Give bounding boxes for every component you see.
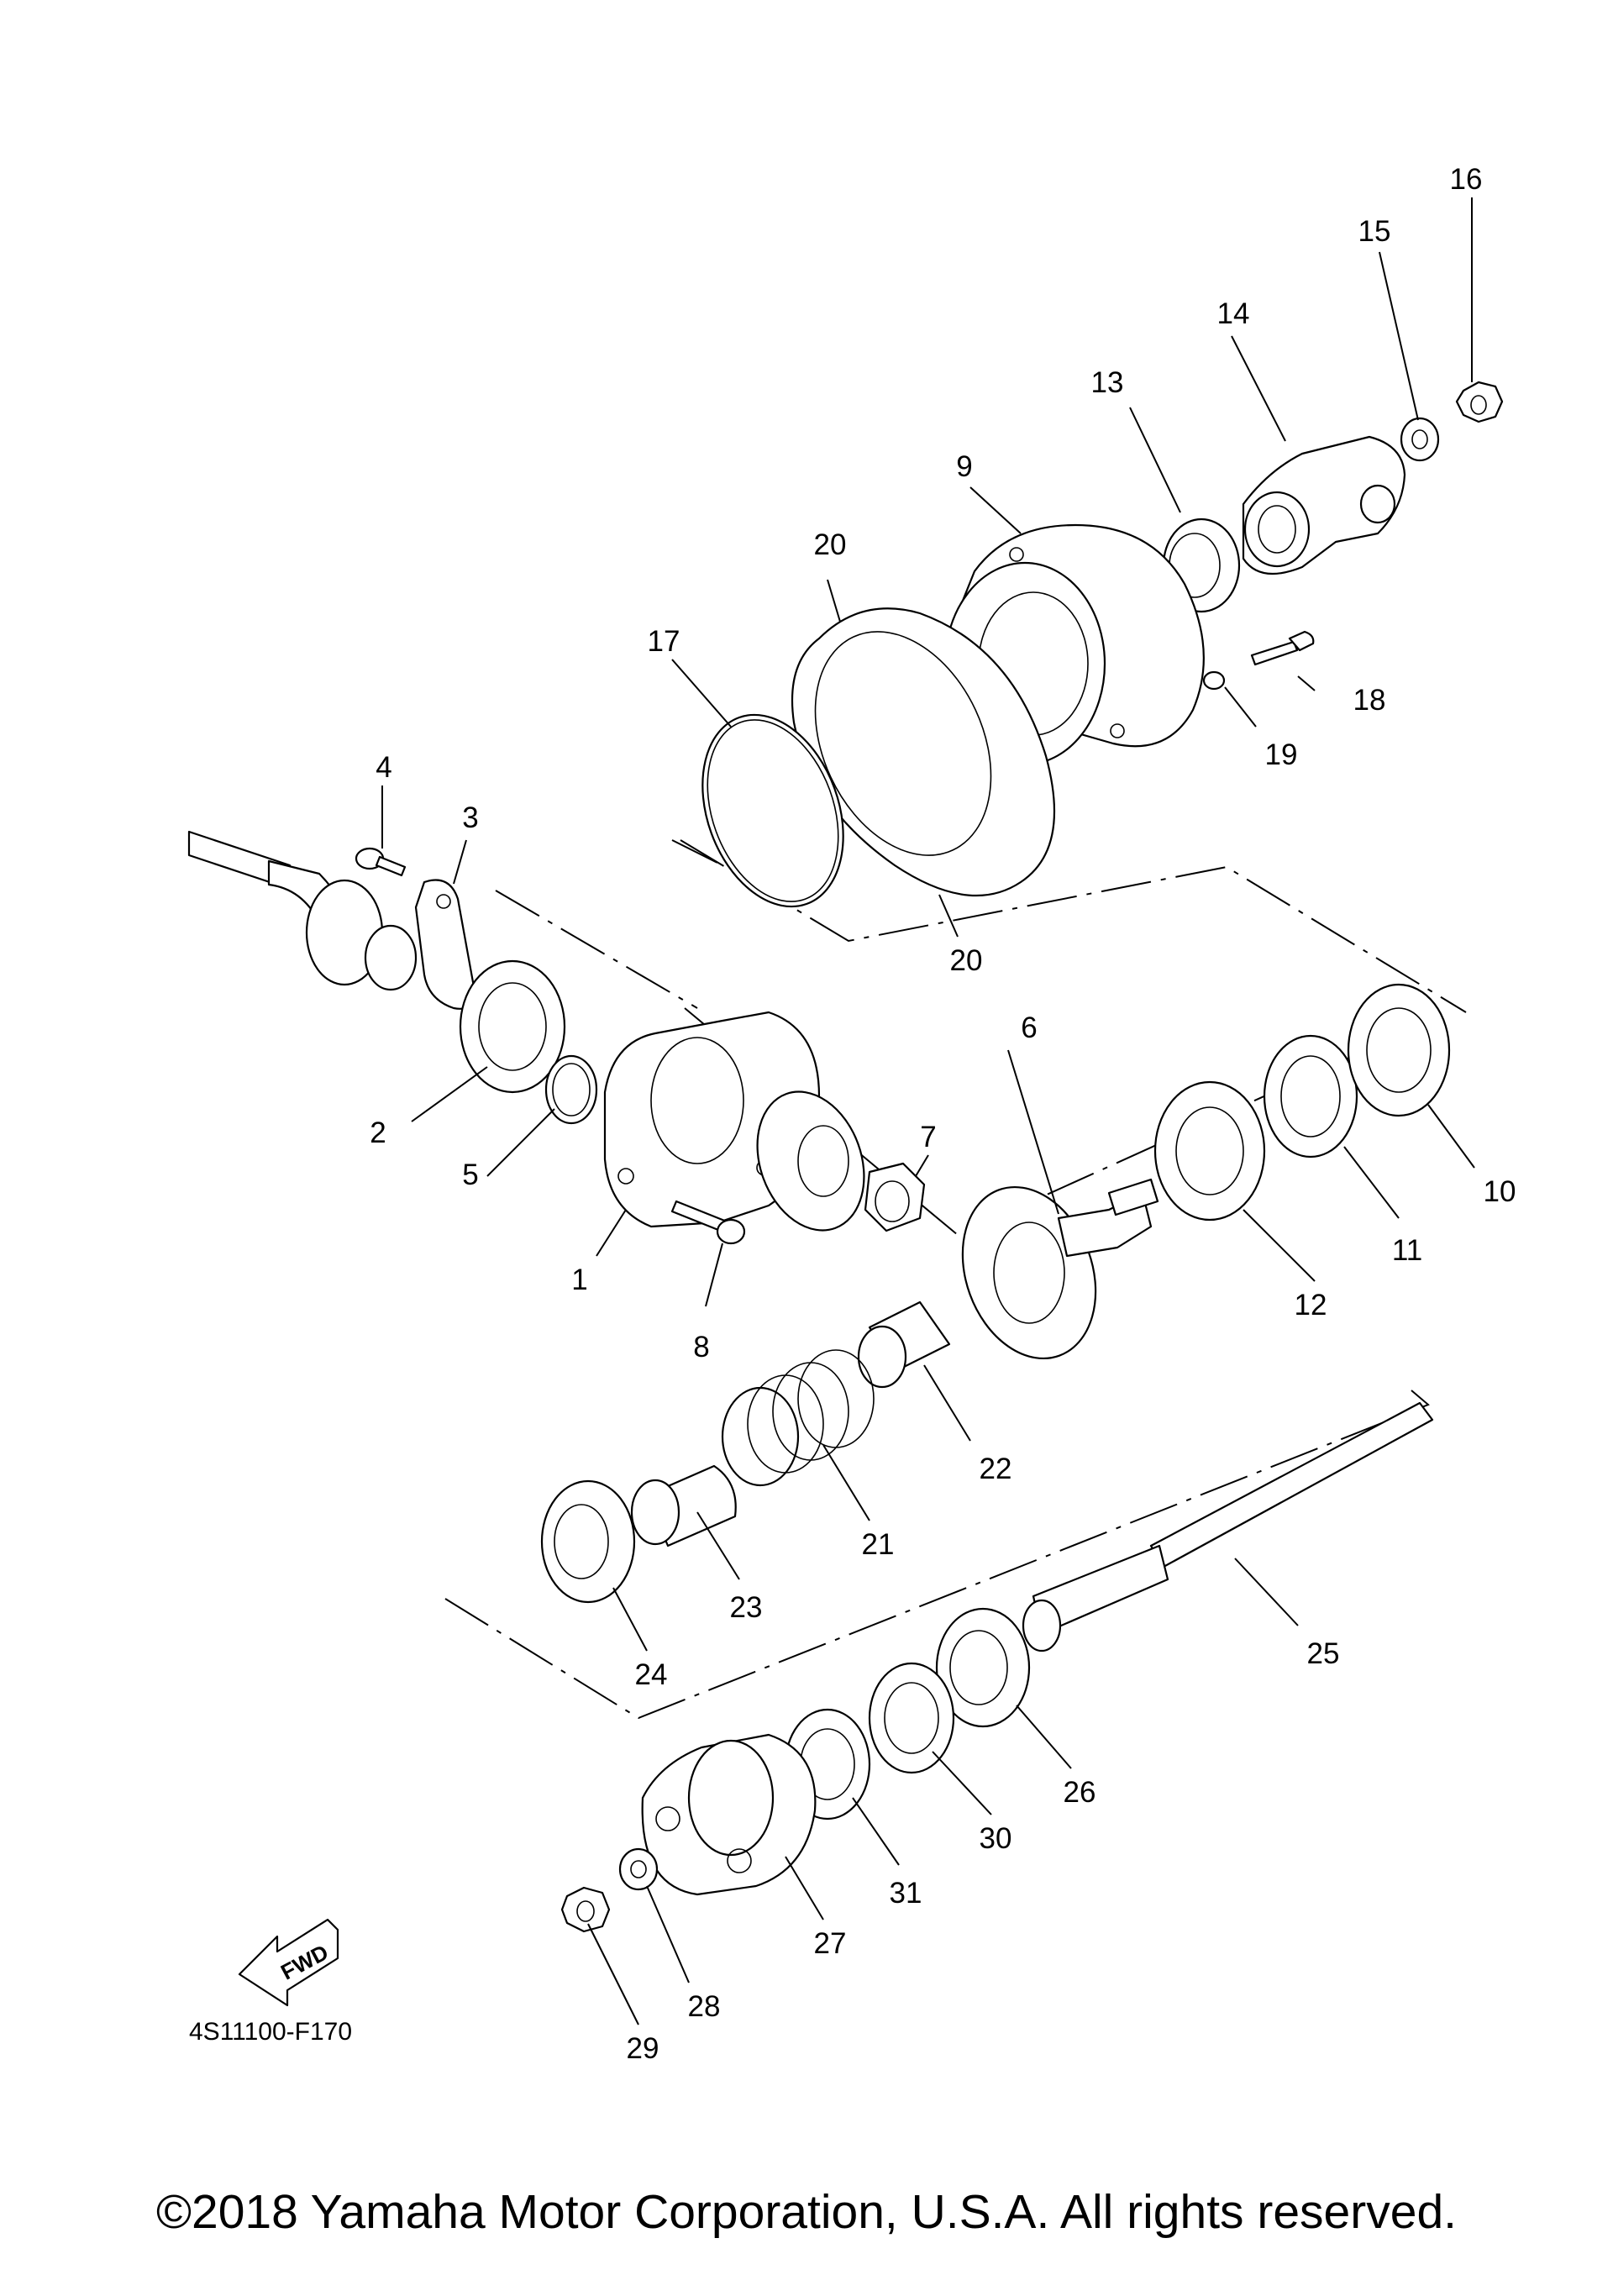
- part-15-washer: [1400, 417, 1440, 462]
- callout-30: 30: [980, 1822, 1012, 1855]
- reference-code: 4S11100-F170: [189, 2018, 352, 2046]
- part-4-screw: [355, 847, 407, 877]
- callout-29: 29: [627, 2032, 659, 2065]
- part-6-gear-set: [756, 1090, 1159, 1360]
- part-22-sleeve: [857, 1300, 951, 1389]
- callout-10: 10: [1484, 1175, 1516, 1208]
- callout-25: 25: [1307, 1637, 1340, 1670]
- callout-13: 13: [1091, 366, 1124, 399]
- part-29-nut: [560, 1886, 611, 1933]
- callouts: 1 2 3 4 5 6 7 8 9 10 11 12 13 14 15 16 1…: [370, 163, 1516, 2065]
- part-24-bearing: [540, 1479, 636, 1604]
- part-30-ring-nut: [868, 1662, 955, 1774]
- callout-18: 18: [1353, 684, 1386, 717]
- part-14-yoke: [1242, 435, 1406, 575]
- part-7-nut: [864, 1162, 926, 1232]
- callout-20-bottom: 20: [950, 944, 983, 977]
- callout-12: 12: [1295, 1289, 1327, 1321]
- callout-17: 17: [648, 625, 680, 658]
- callout-28: 28: [688, 1990, 721, 2023]
- leader-lines: [381, 197, 1475, 2025]
- part-19-washer: [1202, 670, 1226, 691]
- fwd-arrow-icon: FWD: [238, 1918, 339, 2007]
- callout-22: 22: [980, 1453, 1012, 1485]
- part-18-bolt: [1250, 630, 1315, 666]
- part-11-ring-nut: [1263, 1034, 1358, 1159]
- callout-15: 15: [1358, 215, 1391, 248]
- part-17-o-ring: [701, 713, 844, 908]
- callout-4: 4: [376, 751, 391, 784]
- part-27-yoke: [641, 1733, 817, 1896]
- callout-16: 16: [1450, 163, 1483, 196]
- callout-23: 23: [730, 1591, 763, 1624]
- callout-2: 2: [370, 1116, 386, 1149]
- callout-21: 21: [862, 1528, 895, 1561]
- part-21-spring: [721, 1349, 875, 1487]
- input-shaft: [187, 830, 418, 991]
- part-26-bearing: [935, 1607, 1031, 1728]
- part-8-bolt: [670, 1200, 746, 1245]
- part-2-bearing: [459, 959, 566, 1094]
- part-16-nut: [1455, 381, 1504, 423]
- callout-6: 6: [1021, 1011, 1037, 1044]
- part-12-bearing: [1153, 1080, 1266, 1222]
- part-25-output-shaft: [1022, 1401, 1434, 1652]
- callout-5: 5: [462, 1159, 478, 1191]
- part-10-bearing: [1347, 983, 1451, 1117]
- callout-14: 14: [1217, 297, 1250, 330]
- callout-24: 24: [635, 1658, 668, 1691]
- copyright-notice: ©2018 Yamaha Motor Corporation, U.S.A. A…: [156, 2185, 1457, 2239]
- callout-9: 9: [956, 450, 972, 483]
- part-3-plate: [414, 879, 476, 1010]
- part-28-washer: [618, 1847, 659, 1891]
- callout-8: 8: [693, 1331, 709, 1363]
- callout-11: 11: [1392, 1234, 1422, 1267]
- callout-31: 31: [890, 1877, 922, 1910]
- callout-20-top: 20: [814, 528, 847, 561]
- callout-26: 26: [1064, 1776, 1096, 1809]
- part-5-shim: [544, 1054, 598, 1125]
- callout-1: 1: [571, 1264, 587, 1296]
- callout-7: 7: [920, 1121, 936, 1153]
- callout-3: 3: [462, 801, 478, 834]
- callout-27: 27: [814, 1927, 847, 1960]
- callout-19: 19: [1265, 738, 1298, 771]
- part-23-collar: [630, 1464, 737, 1547]
